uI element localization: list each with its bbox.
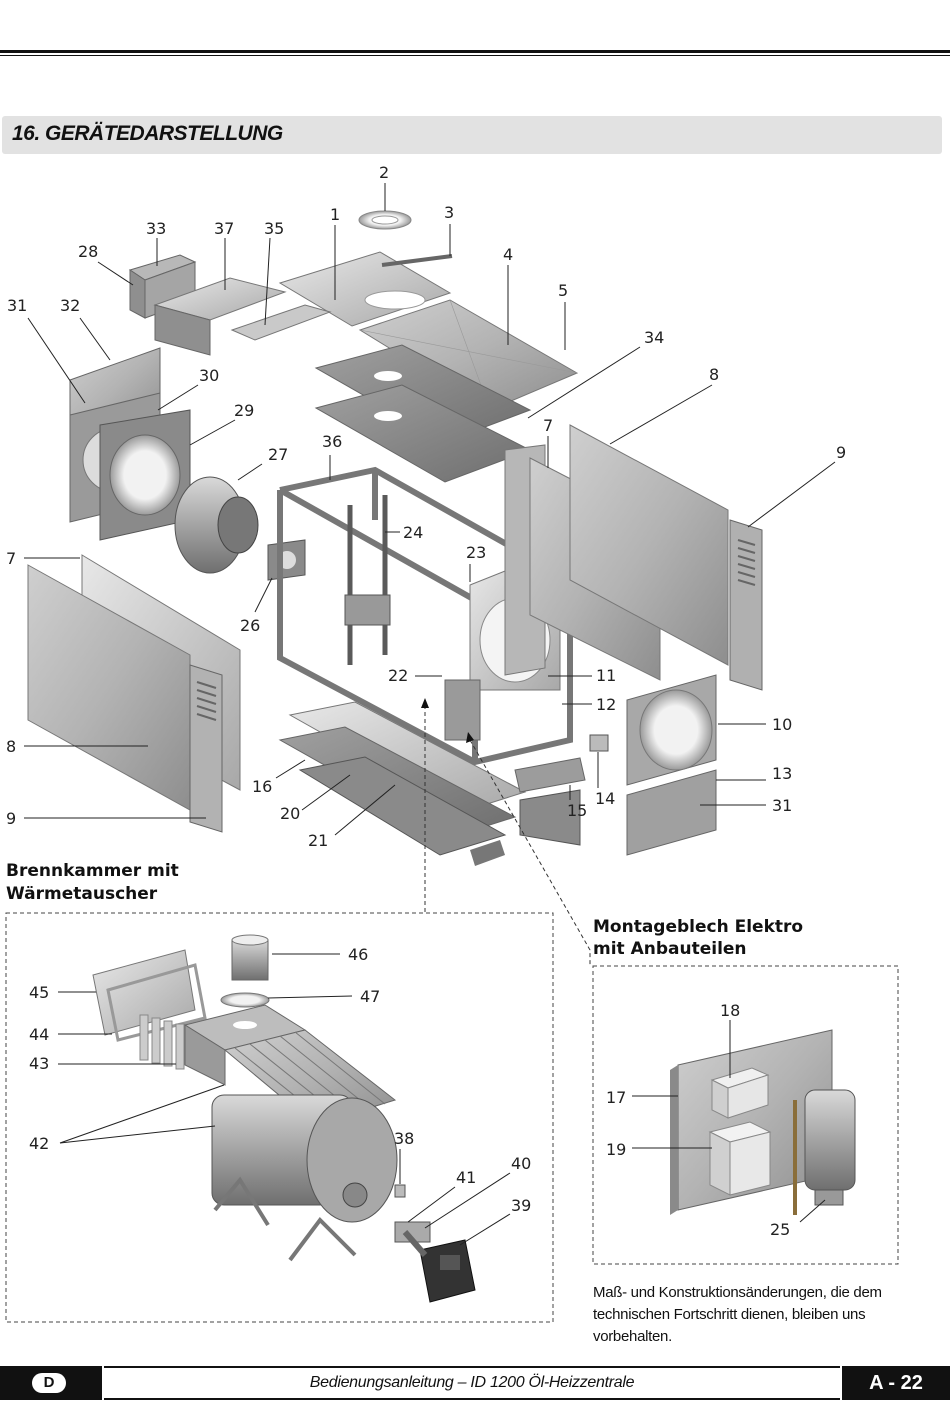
label-part-23: 23 <box>466 543 486 562</box>
label-part-42: 42 <box>29 1134 49 1153</box>
drum-front-plate <box>306 1097 398 1223</box>
combustion-chamber-assembly <box>92 934 476 1303</box>
label-part-39: 39 <box>511 1196 531 1215</box>
detail-box-combustion-chamber <box>5 912 554 1323</box>
subsection-brennkammer-title-line1: Brennkammer mit <box>6 861 179 881</box>
disclaimer-note: Maß- und Konstruktionsänderungen, die de… <box>593 1284 882 1345</box>
label-part-8-right: 8 <box>709 365 719 384</box>
label-part-8-left: 8 <box>6 737 16 756</box>
flue-gasket <box>220 992 270 1008</box>
label-part-10: 10 <box>772 715 792 734</box>
label-part-11: 11 <box>596 666 616 685</box>
label-part-3: 3 <box>444 203 454 222</box>
manual-title: Bedienungsanleitung – ID 1200 Öl-Heizzen… <box>104 1366 840 1400</box>
label-part-1: 1 <box>330 205 340 224</box>
label-part-26: 26 <box>240 616 260 635</box>
sight-glass <box>394 1184 406 1198</box>
main-exploded-view: 2 1 3 4 5 34 8 9 7 33 37 35 28 31 32 30 … <box>6 163 846 966</box>
label-part-4: 4 <box>503 245 513 264</box>
drum-stand <box>213 1176 270 1227</box>
label-part-38: 38 <box>394 1129 414 1148</box>
label-part-29: 29 <box>234 401 254 420</box>
inspection-gasket <box>106 963 207 1042</box>
label-part-17: 17 <box>606 1088 626 1107</box>
rod-part <box>381 254 453 267</box>
filter-grid <box>230 304 332 341</box>
label-part-19: 19 <box>606 1140 626 1159</box>
leader-lines <box>24 183 836 836</box>
detail-connectors <box>424 705 591 966</box>
label-part-31-right: 31 <box>772 796 792 815</box>
burner-mount-rails <box>347 495 388 665</box>
label-part-15: 15 <box>567 801 587 820</box>
leader-lines-chamber <box>58 953 511 1246</box>
label-part-24: 24 <box>403 523 423 542</box>
label-part-28: 28 <box>78 242 98 261</box>
oil-burner <box>419 1239 476 1303</box>
label-part-12: 12 <box>596 695 616 714</box>
label-part-31-top: 31 <box>7 296 27 315</box>
label-part-35: 35 <box>264 219 284 238</box>
label-part-30: 30 <box>199 366 219 385</box>
front-grille-left <box>189 664 223 833</box>
top-rule <box>0 50 950 56</box>
label-part-33: 33 <box>146 219 166 238</box>
label-part-27: 27 <box>268 445 288 464</box>
label-part-44: 44 <box>29 1025 49 1044</box>
label-part-16: 16 <box>252 777 272 796</box>
inner-panel <box>444 679 481 741</box>
label-part-32: 32 <box>60 296 80 315</box>
language-tab: D <box>0 1366 102 1400</box>
label-part-47: 47 <box>360 987 380 1006</box>
label-part-14: 14 <box>595 789 615 808</box>
oil-filter-small <box>589 734 609 752</box>
detail-box-mounting-plate <box>592 965 899 1265</box>
base-frame <box>298 756 507 856</box>
subsection-brennkammer-title-line2: Wärmetauscher <box>6 884 158 904</box>
rear-cover-plate <box>626 769 717 856</box>
label-part-5: 5 <box>558 281 568 300</box>
subsection-montage-title-line1: Montageblech Elektro <box>593 917 803 937</box>
label-part-13: 13 <box>772 764 792 783</box>
subsection-montage-title-line2: mit Anbauteilen <box>593 939 747 959</box>
label-part-36: 36 <box>322 432 342 451</box>
label-part-43: 43 <box>29 1054 49 1073</box>
label-part-41: 41 <box>456 1168 476 1187</box>
side-panel-right <box>569 424 729 666</box>
label-part-45: 45 <box>29 983 49 1002</box>
label-part-34: 34 <box>644 328 664 347</box>
label-part-37: 37 <box>214 219 234 238</box>
label-part-7-left: 7 <box>6 549 16 568</box>
turbulator-set <box>139 1014 185 1070</box>
leader-lines-mounting <box>632 1020 826 1223</box>
label-part-40: 40 <box>511 1154 531 1173</box>
section-header: 16. GERÄTEDARSTELLUNG <box>2 116 942 154</box>
page-footer: D Bedienungsanleitung – ID 1200 Öl-Heizz… <box>0 1366 950 1400</box>
label-part-9-right: 9 <box>836 443 846 462</box>
label-part-21: 21 <box>308 831 328 850</box>
label-part-9-left: 9 <box>6 809 16 828</box>
language-badge: D <box>32 1373 66 1393</box>
label-part-46: 46 <box>348 945 368 964</box>
oil-filter-unit <box>804 1089 856 1191</box>
side-grille-right <box>729 519 763 691</box>
section-title: 16. GERÄTEDARSTELLUNG <box>12 122 283 145</box>
label-part-20: 20 <box>280 804 300 823</box>
control-unit <box>729 1131 771 1196</box>
rail-profile <box>514 757 586 793</box>
relay-box <box>727 1074 769 1119</box>
label-part-7-right: 7 <box>543 416 553 435</box>
page-number: A - 22 <box>842 1366 950 1400</box>
flue-pipe-stub <box>231 939 269 981</box>
label-part-22: 22 <box>388 666 408 685</box>
label-part-25: 25 <box>770 1220 790 1239</box>
mounting-plate-assembly <box>670 1029 856 1215</box>
label-part-18: 18 <box>720 1001 740 1020</box>
top-cover-opening <box>364 290 426 310</box>
label-part-2: 2 <box>379 163 389 182</box>
